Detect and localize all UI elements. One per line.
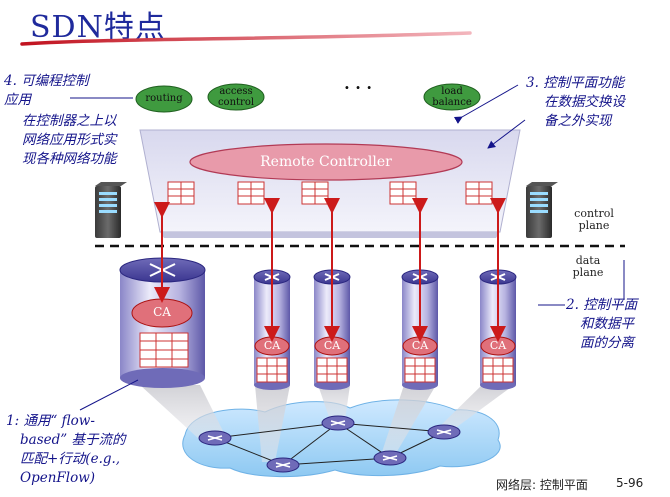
server-right-icon	[526, 182, 558, 238]
note-4-number: 4.	[4, 73, 17, 89]
note-1-line4: OpenFlow)	[20, 470, 96, 486]
remote-controller	[189, 143, 463, 181]
data-plane-label: data plane	[560, 255, 616, 279]
app-load-balance-line2: balance	[432, 97, 472, 108]
footer-page-number: 5-96	[616, 476, 644, 490]
data-plane-line2: plane	[572, 266, 604, 279]
remote-controller-label: Remote Controller	[260, 154, 392, 170]
ca-large-label: CA	[153, 305, 171, 319]
note-1-line2: based” 基于流的	[20, 432, 126, 448]
note-4-sub: 在控制器之上以 网络应用形式实 现各种网络功能	[22, 112, 117, 169]
note-3: 3. 控制平面功能 在数据交换设 备之外实现	[526, 74, 625, 131]
note-2-number: 2.	[566, 297, 579, 313]
footer-section: 网络层: 控制平面	[496, 478, 588, 492]
control-plane-line1: control	[574, 207, 614, 220]
note-1-line3: 匹配+行动(e.g.,	[20, 451, 121, 467]
control-tables	[167, 181, 493, 205]
server-left-icon	[95, 182, 127, 238]
note-4-line1: 可编程控制	[21, 73, 89, 89]
note-1-number: 1:	[6, 413, 20, 429]
note-2-line3: 面的分离	[580, 335, 634, 351]
flow-tables	[139, 332, 514, 383]
note-3-number: 3.	[526, 75, 539, 91]
annotation-lines	[70, 84, 625, 411]
control-arrows	[154, 198, 506, 342]
app-load-balance-label: load balance	[424, 86, 480, 108]
control-plane-line2: plane	[578, 219, 610, 232]
switch-beams	[140, 385, 514, 462]
note-3-line1: 控制平面功能	[543, 75, 625, 91]
app-access-control-line2: control	[217, 97, 255, 108]
note-4-sub-line3: 现各种网络功能	[22, 151, 117, 167]
note-2-line1: 控制平面	[583, 297, 638, 313]
note-3-line2: 在数据交换设	[544, 94, 625, 110]
note-3-line3: 备之外实现	[544, 113, 612, 129]
app-load-balance-line1: load	[441, 86, 463, 97]
app-routing	[135, 85, 193, 113]
note-1: 1: 通用“ flow- based” 基于流的 匹配+行动(e.g., Ope…	[6, 412, 125, 488]
data-plane-line1: data	[575, 254, 601, 267]
ca-3-label: CA	[411, 339, 429, 352]
note-2: 2. 控制平面 和数据平 面的分离	[566, 296, 637, 353]
app-routing-label: routing	[145, 93, 183, 104]
note-4-sub-line2: 网络应用形式实	[22, 132, 117, 148]
app-access-control-line1: access	[219, 86, 253, 97]
note-4: 4. 可编程控制 应用	[4, 72, 89, 110]
app-access-control-label: access control	[208, 86, 264, 108]
app-access-control	[207, 83, 265, 111]
ca-2-label: CA	[323, 339, 341, 352]
note-4-line2: 应用	[4, 92, 31, 108]
ca-4-label: CA	[489, 339, 507, 352]
note-4-sub-line1: 在控制器之上以	[22, 113, 117, 129]
note-2-line2: 和数据平	[580, 316, 634, 332]
app-ellipsis: · · ·	[344, 78, 372, 97]
ca-1-label: CA	[263, 339, 281, 352]
app-load-balance	[423, 83, 481, 111]
control-plane-label: control plane	[566, 208, 622, 232]
note-1-line1: 通用“ flow-	[23, 413, 95, 429]
